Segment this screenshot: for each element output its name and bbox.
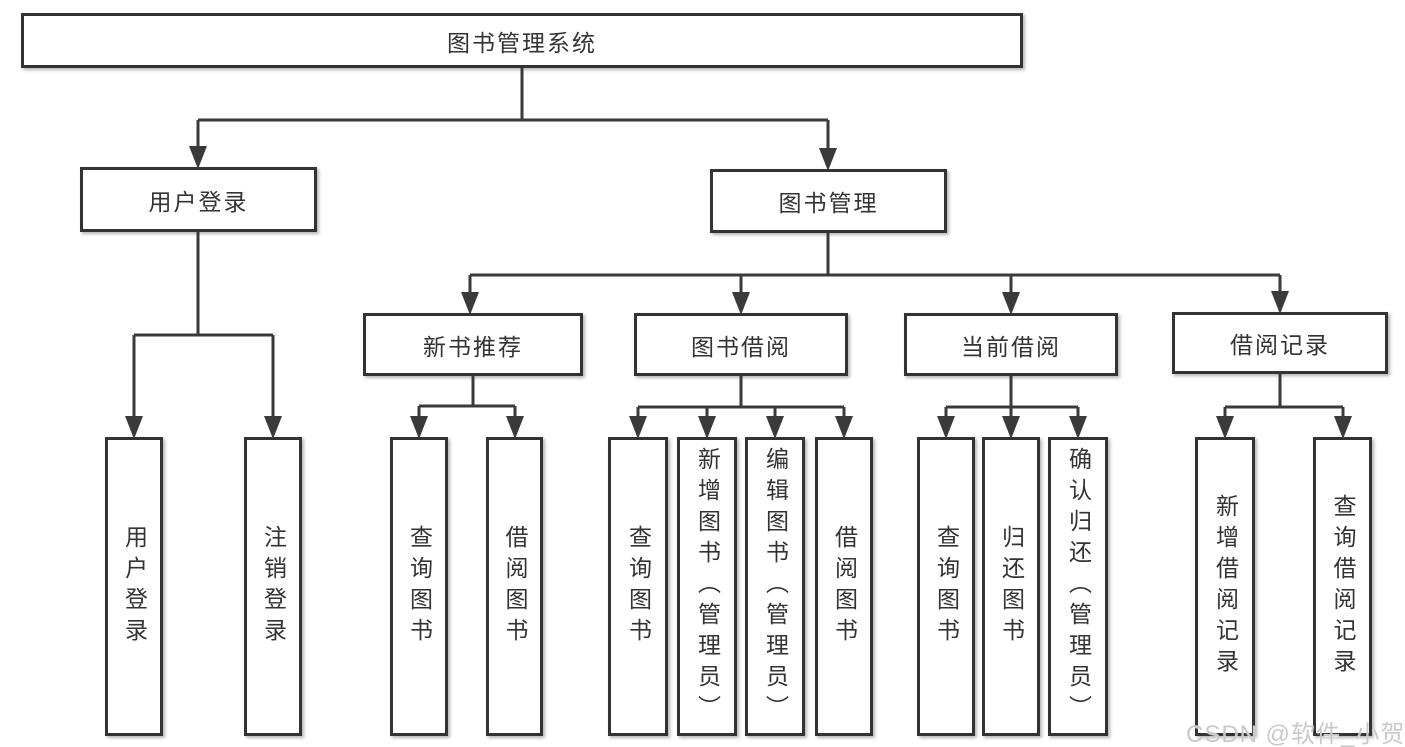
arrowhead (125, 416, 143, 439)
leaf-query-borrow-record-label: 查询借阅记录 (1330, 493, 1356, 680)
node-borrow-records: 借阅记录 (1172, 312, 1388, 374)
leaf-query-book-current: 查询图书 (917, 437, 975, 736)
arrowhead (819, 148, 837, 171)
arrowhead (189, 146, 207, 169)
leaf-borrow-book-borrowing: 借阅图书 (815, 437, 873, 736)
arrowhead (766, 416, 784, 439)
arrowhead (937, 416, 955, 439)
leaf-borrow-book-recommend: 借阅图书 (486, 437, 543, 736)
node-new-book-recommend: 新书推荐 (363, 313, 583, 376)
leaf-query-book-borrowing: 查询图书 (608, 437, 668, 736)
leaf-query-book-recommend: 查询图书 (390, 437, 448, 736)
leaf-logout: 注销登录 (244, 437, 302, 736)
leaf-edit-book-admin-label: 编辑图书（管理员） (762, 447, 789, 726)
leaf-logout-label: 注销登录 (260, 524, 287, 649)
arrowhead (1002, 416, 1020, 439)
arrowhead (1216, 416, 1234, 439)
leaf-add-book-admin: 新增图书（管理员） (677, 437, 737, 736)
node-book-borrowing: 图书借阅 (634, 313, 848, 376)
arrowhead (506, 416, 524, 439)
node-root-system: 图书管理系统 (21, 13, 1023, 68)
csdn-watermark: CSDN @软件_小贺同学 (1186, 721, 1405, 747)
leaf-query-borrow-record: 查询借阅记录 (1313, 437, 1372, 736)
arrowhead (1002, 292, 1020, 315)
arrowhead (264, 416, 282, 439)
leaf-add-borrow-record: 新增借阅记录 (1195, 437, 1255, 736)
arrowhead (1271, 291, 1289, 314)
arrowhead (629, 416, 647, 439)
leaf-user-login-label: 用户登录 (121, 524, 148, 649)
leaf-query-book-recommend-label: 查询图书 (406, 524, 433, 649)
leaf-edit-book-admin: 编辑图书（管理员） (745, 437, 805, 736)
arrowhead (410, 416, 428, 439)
leaf-add-book-admin-label: 新增图书（管理员） (694, 447, 721, 726)
arrowhead (1069, 416, 1087, 439)
leaf-borrow-book-borrowing-label: 借阅图书 (831, 524, 858, 649)
arrowhead (732, 292, 750, 315)
leaf-borrow-book-recommend-label: 借阅图书 (502, 524, 528, 649)
leaf-query-book-current-label: 查询图书 (933, 524, 960, 649)
arrowhead (1334, 416, 1352, 439)
node-current-borrowing: 当前借阅 (904, 313, 1118, 376)
arrowhead (835, 416, 853, 439)
leaf-add-borrow-record-label: 新增借阅记录 (1212, 493, 1239, 680)
node-book-management: 图书管理 (710, 169, 947, 233)
leaf-confirm-return-admin-label: 确认归还（管理员） (1065, 447, 1092, 726)
arrowhead (698, 416, 716, 439)
leaf-user-login: 用户登录 (105, 437, 163, 736)
node-user-login: 用户登录 (80, 167, 317, 232)
leaf-confirm-return-admin: 确认归还（管理员） (1048, 437, 1108, 736)
leaf-return-book: 归还图书 (982, 437, 1040, 736)
arrowhead (461, 292, 479, 315)
leaf-return-book-label: 归还图书 (998, 524, 1025, 649)
leaf-query-book-borrowing-label: 查询图书 (625, 524, 652, 649)
